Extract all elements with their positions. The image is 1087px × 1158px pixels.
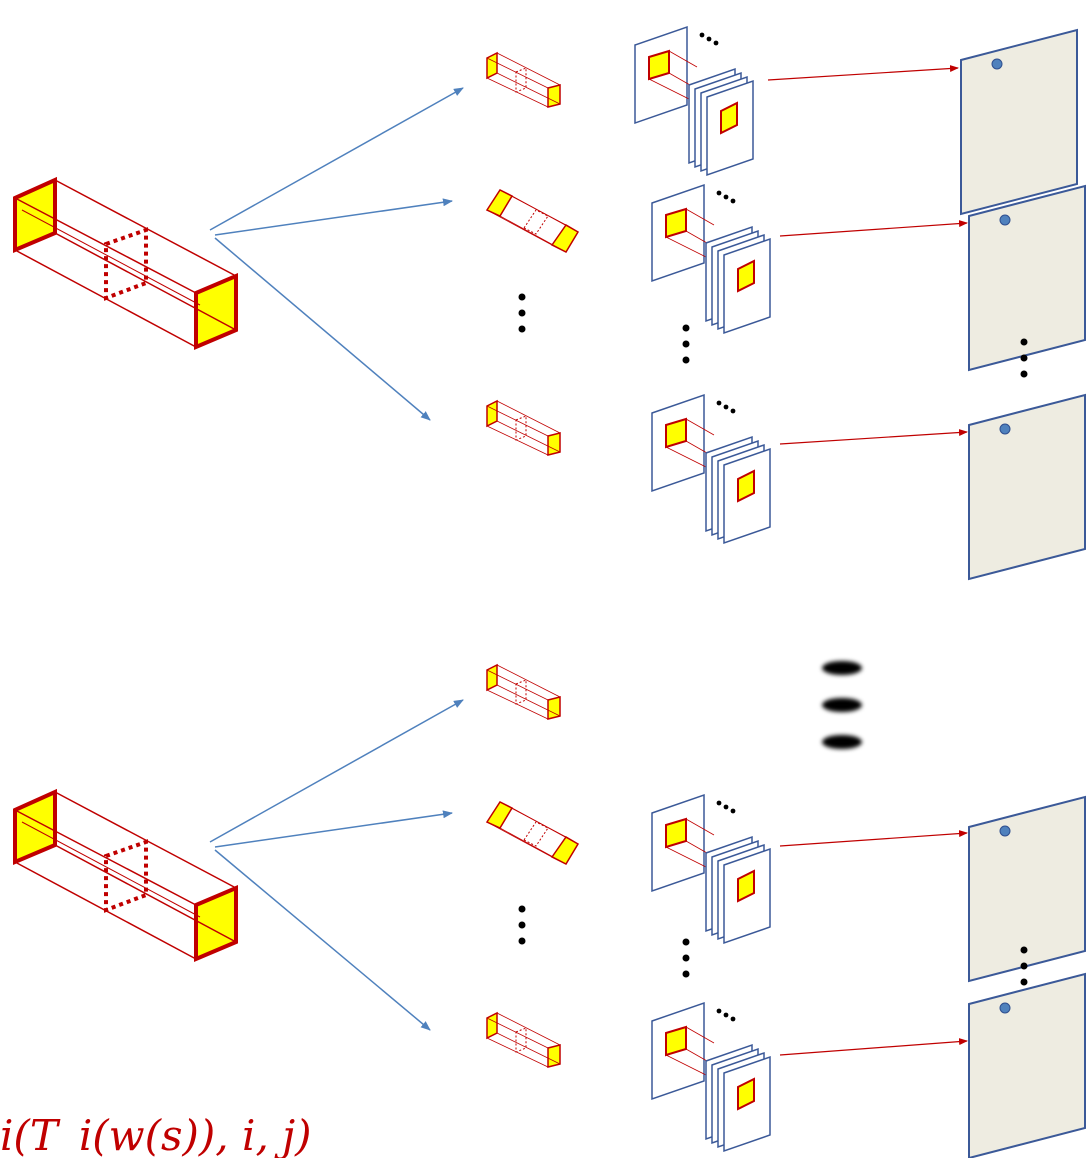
top-feature-stacks — [634, 26, 771, 544]
bottom-input-block — [13, 790, 238, 961]
bottom-branch-arrows — [209, 699, 464, 1031]
bottom-feature-stacks — [651, 794, 771, 1152]
top-vertical-dots-3 — [1020, 338, 1028, 378]
bottom-red-arrows — [779, 830, 968, 1056]
bottom-output-panels — [968, 796, 1086, 1158]
top-output-panels — [960, 29, 1086, 580]
top-red-arrows — [767, 65, 968, 445]
bottom-vertical-dots-3 — [1020, 946, 1028, 986]
bottom-vertical-dots-2 — [682, 938, 690, 978]
top-vertical-dots-2 — [682, 324, 690, 364]
top-sub-blocks — [486, 52, 579, 456]
ellipsis-dots-icon — [822, 661, 862, 749]
top-vertical-dots-1 — [518, 293, 526, 333]
top-input-block — [13, 178, 238, 349]
formula-label: i(T_i(w(s)), i, j) — [0, 1111, 312, 1158]
bottom-vertical-dots-1 — [518, 905, 526, 945]
bottom-sub-blocks — [486, 664, 579, 1068]
top-branch-arrows — [209, 87, 464, 421]
